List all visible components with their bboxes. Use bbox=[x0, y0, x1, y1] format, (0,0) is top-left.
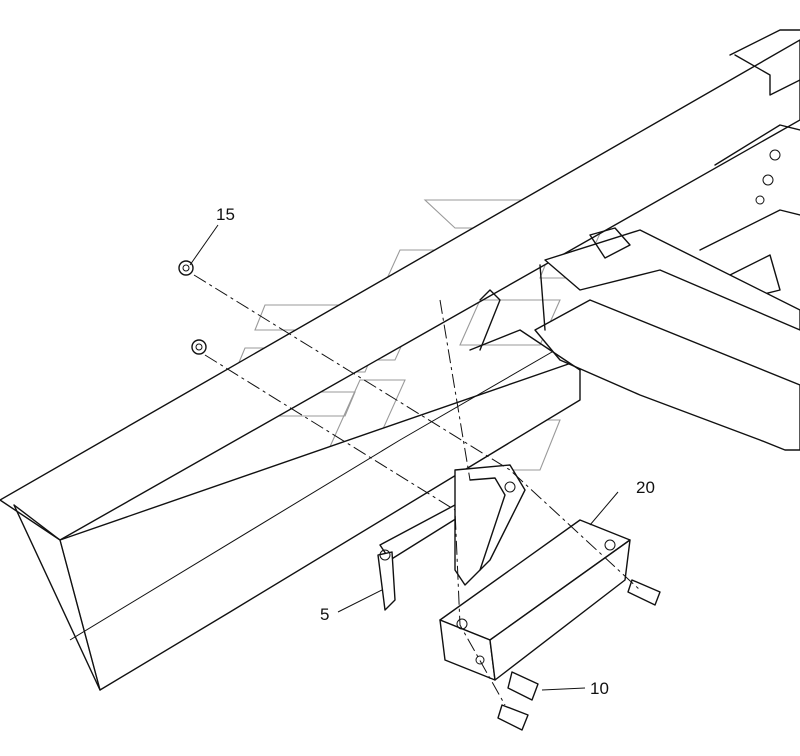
part-20-mount-block bbox=[439, 519, 631, 681]
cross-member bbox=[469, 227, 800, 451]
callout-10: 10 bbox=[590, 679, 609, 698]
part-5-bracket bbox=[377, 464, 526, 611]
callout-20: 20 bbox=[636, 478, 655, 497]
assembly-lines bbox=[193, 274, 641, 706]
part-15-nuts bbox=[178, 260, 207, 355]
callout-5: 5 bbox=[320, 605, 329, 624]
callout-15: 15 bbox=[216, 205, 235, 224]
leader-lines bbox=[189, 224, 619, 691]
part-10-bolts bbox=[497, 579, 661, 731]
